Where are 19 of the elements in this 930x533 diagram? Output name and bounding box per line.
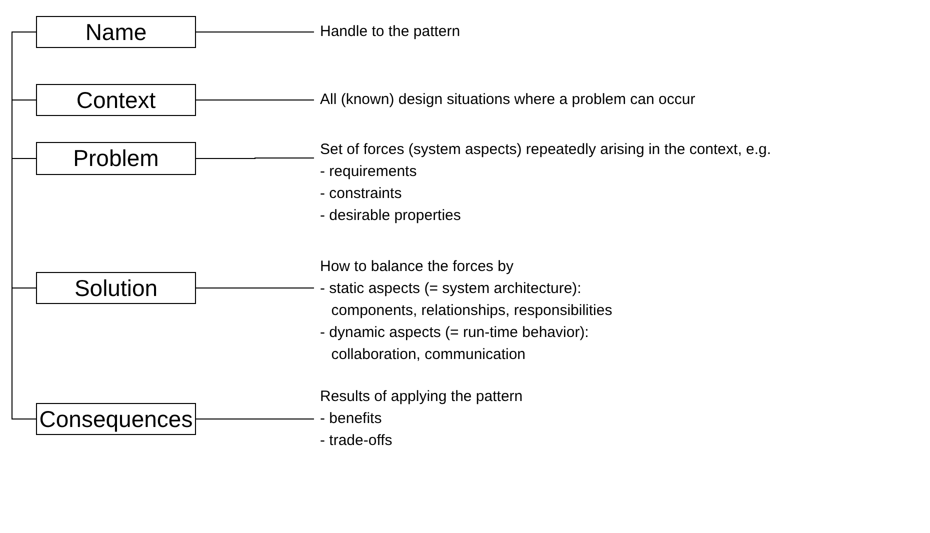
bullet-item: - static aspects (= system architecture): components, relationships, responsibilities xyxy=(320,279,614,321)
connector-line xyxy=(196,418,314,420)
description-text: Set of forces (system aspects) repeatedly arising in the context, e.g. xyxy=(320,140,772,160)
bullet-item: - trade-offs xyxy=(320,431,394,451)
description-text: Handle to the pattern xyxy=(320,22,462,42)
bullet-item: - dynamic aspects (= run-time behavior): collaboration, communication xyxy=(320,323,590,365)
field-box: Problem xyxy=(36,142,196,175)
field-box: Context xyxy=(36,84,196,116)
description-text: All (known) design situations where a problem can occur xyxy=(320,90,696,110)
field-box: Solution xyxy=(36,272,196,304)
description-text: Results of applying the pattern xyxy=(320,387,524,407)
bullet-item: - requirements xyxy=(320,162,418,182)
connector-line xyxy=(196,158,314,159)
bullet-item: - constraints xyxy=(320,184,403,204)
bullet-item: - desirable properties xyxy=(320,206,462,226)
bullet-item: - benefits xyxy=(320,409,383,429)
field-box: Name xyxy=(36,16,196,48)
description-text: How to balance the forces by xyxy=(320,257,514,277)
field-box: Consequences xyxy=(36,403,196,435)
